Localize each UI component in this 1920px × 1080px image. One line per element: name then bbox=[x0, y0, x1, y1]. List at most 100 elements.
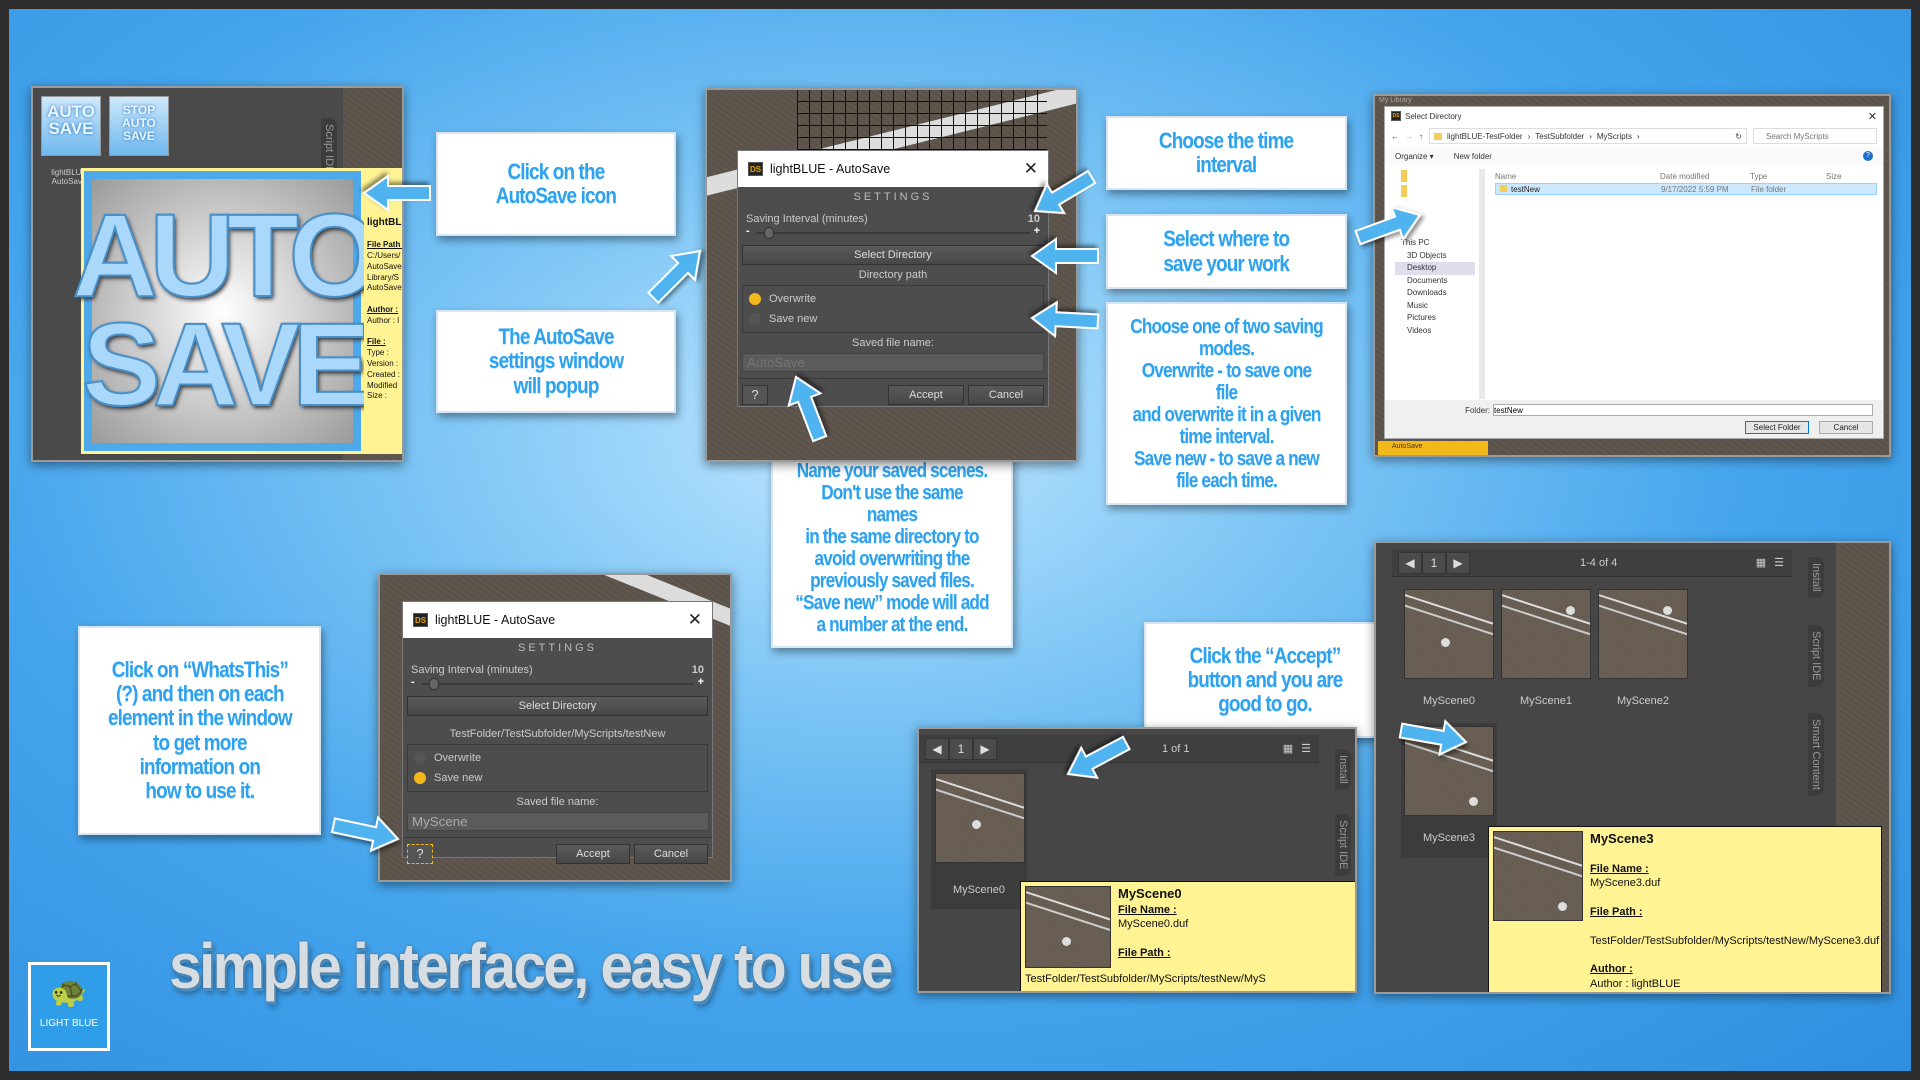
tree-item[interactable]: Downloads bbox=[1407, 288, 1447, 297]
slider-handle[interactable] bbox=[764, 227, 774, 239]
page-number[interactable]: 1 bbox=[949, 737, 973, 760]
close-icon[interactable]: ✕ bbox=[1867, 110, 1877, 123]
tab-install[interactable]: Install bbox=[1808, 557, 1824, 598]
new-folder-button[interactable]: New folder bbox=[1453, 151, 1492, 161]
arrow-icon bbox=[787, 375, 828, 443]
radio-overwrite[interactable]: Overwrite bbox=[749, 289, 1037, 309]
radio-save-new[interactable]: Save new bbox=[414, 768, 701, 788]
close-icon[interactable]: ✕ bbox=[1023, 159, 1038, 178]
arrow-icon bbox=[1033, 169, 1097, 215]
tab-script-ide[interactable]: Script IDE bbox=[1808, 625, 1824, 687]
explorer-cancel-button[interactable]: Cancel bbox=[1819, 421, 1873, 434]
arrow-icon bbox=[1354, 205, 1422, 246]
tree-item[interactable]: Pictures bbox=[1407, 313, 1436, 322]
settings-header: SETTINGS bbox=[853, 191, 933, 203]
prev-page-button[interactable]: ◀ bbox=[925, 737, 949, 760]
interval-label: Saving Interval (minutes) bbox=[411, 664, 533, 676]
arrows-overlay bbox=[330, 169, 1468, 853]
cancel-button[interactable]: Cancel bbox=[634, 844, 708, 864]
tab-install[interactable]: Install bbox=[1335, 749, 1351, 790]
autosave-tool-icon[interactable]: AUTO SAVE bbox=[41, 96, 101, 156]
item-label: MyScene1 bbox=[1520, 695, 1572, 707]
thumbnail-myscene1[interactable] bbox=[1501, 589, 1591, 679]
tree-item-selected[interactable]: Desktop bbox=[1395, 262, 1475, 275]
nav-tree: This PC 3D Objects Desktop Documents Dow… bbox=[1385, 167, 1475, 402]
file-name-input[interactable] bbox=[407, 812, 709, 831]
whats-this-button[interactable]: ? bbox=[407, 844, 433, 864]
up-icon[interactable]: ↑ bbox=[1419, 131, 1423, 141]
callout-select-where: Select where to save your work bbox=[1106, 214, 1347, 289]
tree-item[interactable]: Videos bbox=[1407, 325, 1432, 335]
callout-accept: Click the “Accept” button and you are go… bbox=[1144, 622, 1385, 738]
accept-button[interactable]: Accept bbox=[556, 844, 630, 864]
tree-item[interactable]: 3D Objects bbox=[1407, 250, 1447, 260]
radio-overwrite[interactable]: Overwrite bbox=[414, 748, 701, 768]
page-number[interactable]: 1 bbox=[1422, 551, 1446, 574]
cancel-button[interactable]: Cancel bbox=[968, 385, 1044, 405]
address-bar[interactable]: lightBLUE-TestFolder›TestSubfolder›MyScr… bbox=[1429, 128, 1747, 144]
item-label: MyScene2 bbox=[1617, 695, 1669, 707]
refresh-icon[interactable]: ↻ bbox=[1735, 131, 1742, 141]
select-directory-button[interactable]: Select Directory bbox=[407, 696, 708, 716]
next-page-button[interactable]: ▶ bbox=[1446, 551, 1470, 574]
explorer-title: Select Directory bbox=[1405, 111, 1462, 121]
tab-script-ide[interactable]: Script IDE bbox=[1335, 814, 1351, 876]
back-icon[interactable]: ← bbox=[1391, 131, 1399, 141]
file-name-input[interactable] bbox=[742, 353, 1044, 372]
interval-value: 10 bbox=[691, 664, 704, 676]
callout-whats-this: Click on “WhatsThis” (?) and then on eac… bbox=[78, 626, 321, 835]
item-label: MyScene3 bbox=[1423, 832, 1475, 844]
next-page-button[interactable]: ▶ bbox=[973, 737, 997, 760]
file-name-label: Saved file name: bbox=[852, 337, 934, 349]
callout-popup: The AutoSave settings window will popup bbox=[436, 310, 676, 413]
select-directory-button[interactable]: Select Directory bbox=[742, 245, 1044, 265]
arrow-icon bbox=[330, 815, 400, 853]
taskbar-autosave[interactable]: AutoSave bbox=[1378, 441, 1488, 455]
item-label: MyScene0 bbox=[953, 884, 1005, 896]
interval-slider[interactable]: -+ bbox=[411, 676, 704, 690]
tree-scrollbar[interactable] bbox=[1479, 169, 1485, 399]
interval-slider[interactable]: -+ bbox=[746, 225, 1040, 239]
tree-item[interactable]: Documents bbox=[1407, 275, 1448, 285]
folder-input[interactable] bbox=[1493, 404, 1873, 416]
slogan: simple interface, easy to use bbox=[169, 930, 893, 1002]
stop-autosave-tool-icon[interactable]: STOP AUTO SAVE bbox=[109, 96, 169, 156]
organize-button[interactable]: Organize ▾ bbox=[1395, 151, 1434, 161]
thumbnail-myscene0[interactable] bbox=[935, 773, 1025, 863]
select-folder-button[interactable]: Select Folder bbox=[1745, 421, 1809, 434]
tab-script-ide[interactable]: Script IDE bbox=[321, 118, 337, 180]
tooltip-file-path: TestFolder/TestSubfolder/MyScripts/testN… bbox=[1025, 973, 1266, 985]
forward-icon[interactable]: → bbox=[1405, 131, 1413, 141]
content-library-large: ◀1▶1-4 of 4▦☰ MyScene0 MyScene1 MyScene2… bbox=[1374, 541, 1891, 994]
close-icon[interactable]: ✕ bbox=[687, 610, 702, 629]
slider-handle[interactable] bbox=[429, 678, 439, 690]
tab-smart-content[interactable]: Smart Content bbox=[1808, 713, 1824, 796]
grid-view-icon[interactable]: ▦ bbox=[1755, 557, 1767, 569]
arrow-icon bbox=[1030, 300, 1100, 339]
prev-page-button[interactable]: ◀ bbox=[1398, 551, 1422, 574]
radio-save-new[interactable]: Save new bbox=[749, 309, 1037, 329]
turtle-icon: 🐢 bbox=[50, 976, 88, 1009]
tree-item[interactable]: This PC bbox=[1401, 238, 1430, 247]
list-view-icon[interactable]: ☰ bbox=[1774, 557, 1784, 569]
thumbnail-myscene0[interactable] bbox=[1404, 589, 1494, 679]
tree-item[interactable]: Music bbox=[1407, 300, 1428, 310]
tool-item-label: lightBLUE AutoSave bbox=[51, 168, 87, 186]
search-input[interactable] bbox=[1753, 128, 1877, 144]
thumbnail-myscene2[interactable] bbox=[1598, 589, 1688, 679]
grid-view-icon[interactable]: ▦ bbox=[1282, 743, 1294, 755]
help-icon[interactable]: ? bbox=[1863, 151, 1873, 161]
settings-header: SETTINGS bbox=[517, 642, 597, 654]
list-view-icon[interactable]: ☰ bbox=[1301, 743, 1311, 755]
save-mode-group: Overwrite Save new bbox=[407, 744, 708, 792]
whats-this-button[interactable]: ? bbox=[742, 385, 768, 405]
accept-button[interactable]: Accept bbox=[888, 385, 964, 405]
